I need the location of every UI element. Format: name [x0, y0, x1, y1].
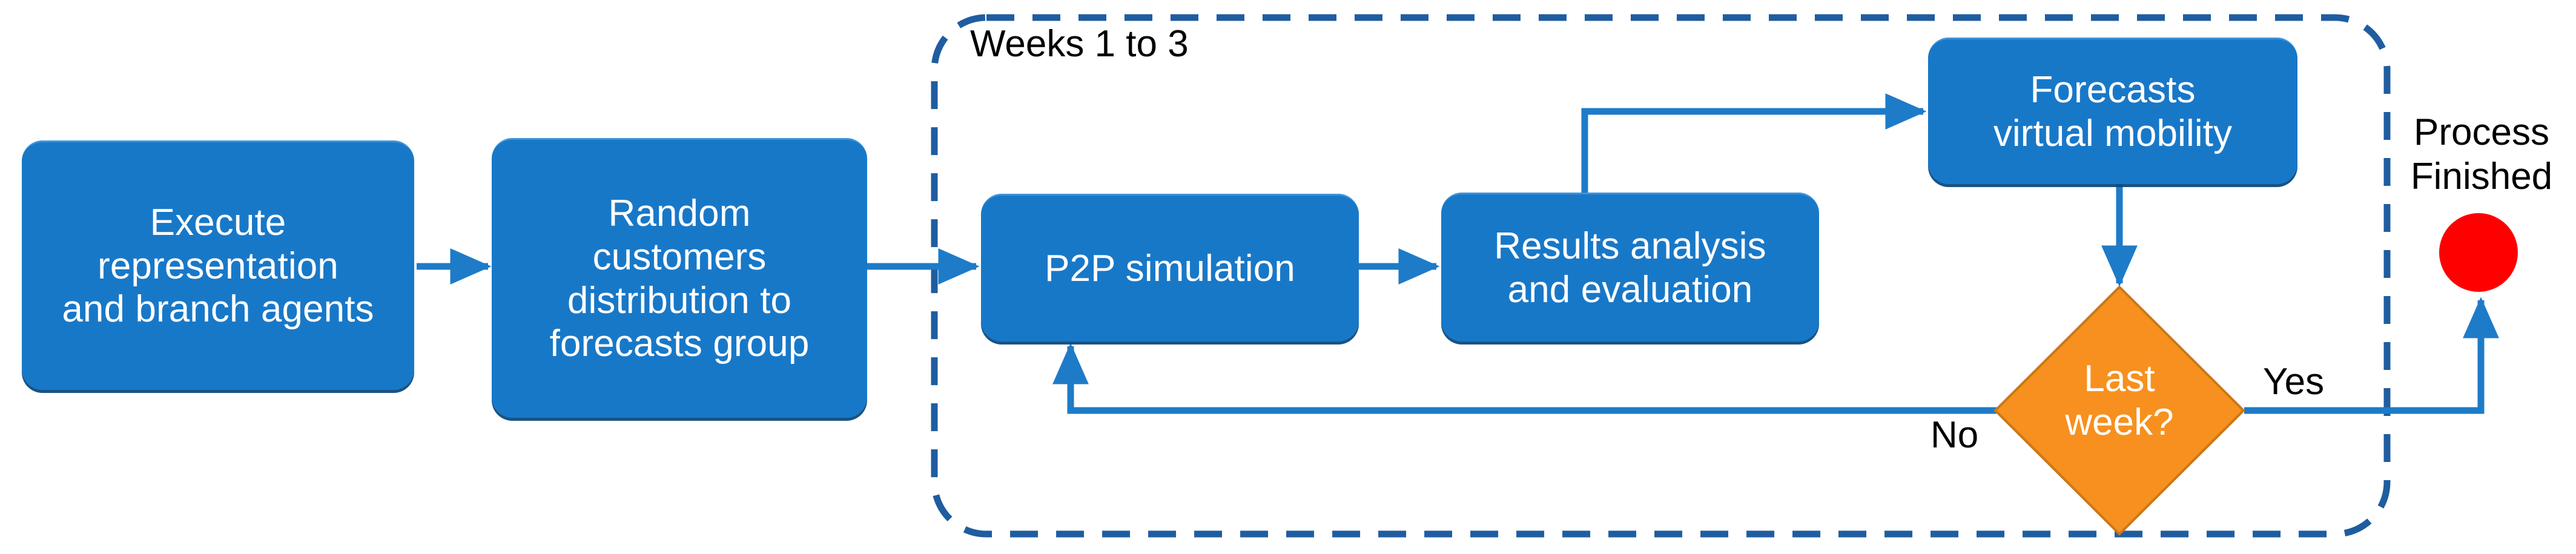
edge-decision-yes-to-finished	[2244, 297, 2500, 414]
weeks-group-title: Weeks 1 to 3	[970, 23, 1189, 65]
node-results-analysis[interactable]: Results analysis and evaluation	[1441, 193, 1819, 341]
edge-decision-no-to-p2p	[1052, 343, 1996, 414]
node-last-week-decision-shape[interactable]	[1993, 285, 2245, 536]
node-random-distribution[interactable]: Random customers distribution to forecas…	[492, 138, 867, 418]
weeks-group-boundary	[931, 14, 2391, 538]
edge-results-to-forecasts	[1581, 93, 1927, 194]
edge-label-yes: Yes	[2263, 361, 2325, 403]
node-forecasts-mobility-label: Forecasts virtual mobility	[1993, 68, 2233, 154]
node-results-analysis-label: Results analysis and evaluation	[1494, 225, 1766, 311]
node-process-finished-marker[interactable]	[2439, 213, 2518, 292]
node-p2p-simulation[interactable]: P2P simulation	[981, 194, 1359, 341]
node-execute-agents-label: Execute representation and branch agents	[62, 201, 374, 331]
node-process-finished-label: Process Finished	[2410, 111, 2553, 198]
node-forecasts-mobility[interactable]: Forecasts virtual mobility	[1928, 38, 2297, 184]
node-p2p-simulation-label: P2P simulation	[1045, 247, 1295, 289]
node-execute-agents[interactable]: Execute representation and branch agents	[22, 140, 414, 390]
edge-label-no: No	[1930, 414, 1979, 456]
node-random-distribution-label: Random customers distribution to forecas…	[549, 192, 810, 365]
